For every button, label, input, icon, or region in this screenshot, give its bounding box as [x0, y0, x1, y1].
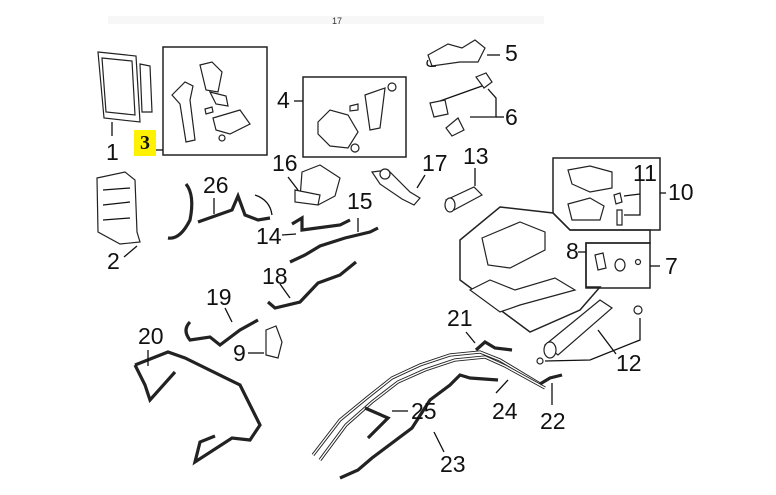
callout-3-highlighted[interactable]: 3	[134, 130, 156, 156]
kit-box-4	[302, 76, 407, 158]
part-air-line-15[interactable]	[289, 218, 379, 264]
part-air-filter[interactable]	[444, 168, 483, 213]
part-sensor-harness[interactable]	[429, 72, 504, 137]
callout-18[interactable]: 18	[262, 263, 288, 289]
callout-16[interactable]: 16	[272, 150, 298, 176]
callout-1[interactable]: 1	[106, 139, 119, 165]
part-height-sensor-front[interactable]	[171, 61, 251, 143]
part-valve-block[interactable]	[567, 165, 641, 226]
part-harness-26[interactable]	[167, 182, 273, 240]
callout-23[interactable]: 23	[440, 451, 466, 477]
callout-25[interactable]: 25	[411, 398, 437, 424]
callout-20[interactable]: 20	[138, 323, 164, 349]
callout-26[interactable]: 26	[203, 172, 229, 198]
callout-19[interactable]: 19	[206, 284, 232, 310]
part-air-line-23[interactable]	[339, 373, 499, 480]
part-air-line-25[interactable]	[364, 406, 408, 440]
callout-4[interactable]: 4	[277, 87, 290, 113]
callout-5[interactable]: 5	[505, 40, 518, 66]
part-line-bracket[interactable]	[248, 325, 283, 359]
callout-24[interactable]: 24	[492, 398, 518, 424]
part-line-clip[interactable]	[465, 331, 513, 352]
part-module-bracket[interactable]	[96, 171, 141, 258]
callout-2[interactable]: 2	[107, 248, 120, 274]
part-height-sensor-rear[interactable]	[317, 82, 397, 153]
callout-17[interactable]: 17	[422, 150, 448, 176]
part-relay-bracket[interactable]	[287, 164, 341, 206]
callout-14[interactable]: 14	[256, 223, 282, 249]
kit-box-3	[162, 46, 268, 156]
part-isolator[interactable]	[594, 252, 642, 272]
callout-10[interactable]: 10	[668, 179, 694, 205]
part-line-connector[interactable]	[539, 373, 563, 405]
callout-13[interactable]: 13	[463, 143, 489, 169]
part-air-line-14[interactable]	[281, 215, 351, 236]
callout-9[interactable]: 9	[233, 340, 246, 366]
part-air-line-19[interactable]	[184, 307, 259, 348]
callout-15[interactable]: 15	[347, 188, 373, 214]
callout-11[interactable]: 11	[633, 160, 657, 186]
page-number: 17	[332, 16, 343, 26]
callout-7[interactable]: 7	[665, 253, 678, 279]
callout-21[interactable]: 21	[447, 305, 473, 331]
callout-6[interactable]: 6	[505, 104, 518, 130]
part-air-line-bundle[interactable]	[311, 350, 546, 461]
part-compressor[interactable]	[468, 221, 577, 313]
part-sensor-connector[interactable]	[426, 39, 500, 68]
part-front-air-line[interactable]	[133, 350, 262, 466]
callout-12[interactable]: 12	[616, 350, 642, 376]
page-header-bar	[108, 16, 544, 24]
callout-8[interactable]: 8	[566, 238, 579, 264]
part-air-dryer[interactable]	[536, 299, 643, 365]
part-intake-valve[interactable]	[370, 168, 426, 206]
part-control-module[interactable]	[97, 51, 153, 136]
part-air-line-18[interactable]	[266, 260, 358, 310]
callout-22[interactable]: 22	[540, 408, 566, 434]
